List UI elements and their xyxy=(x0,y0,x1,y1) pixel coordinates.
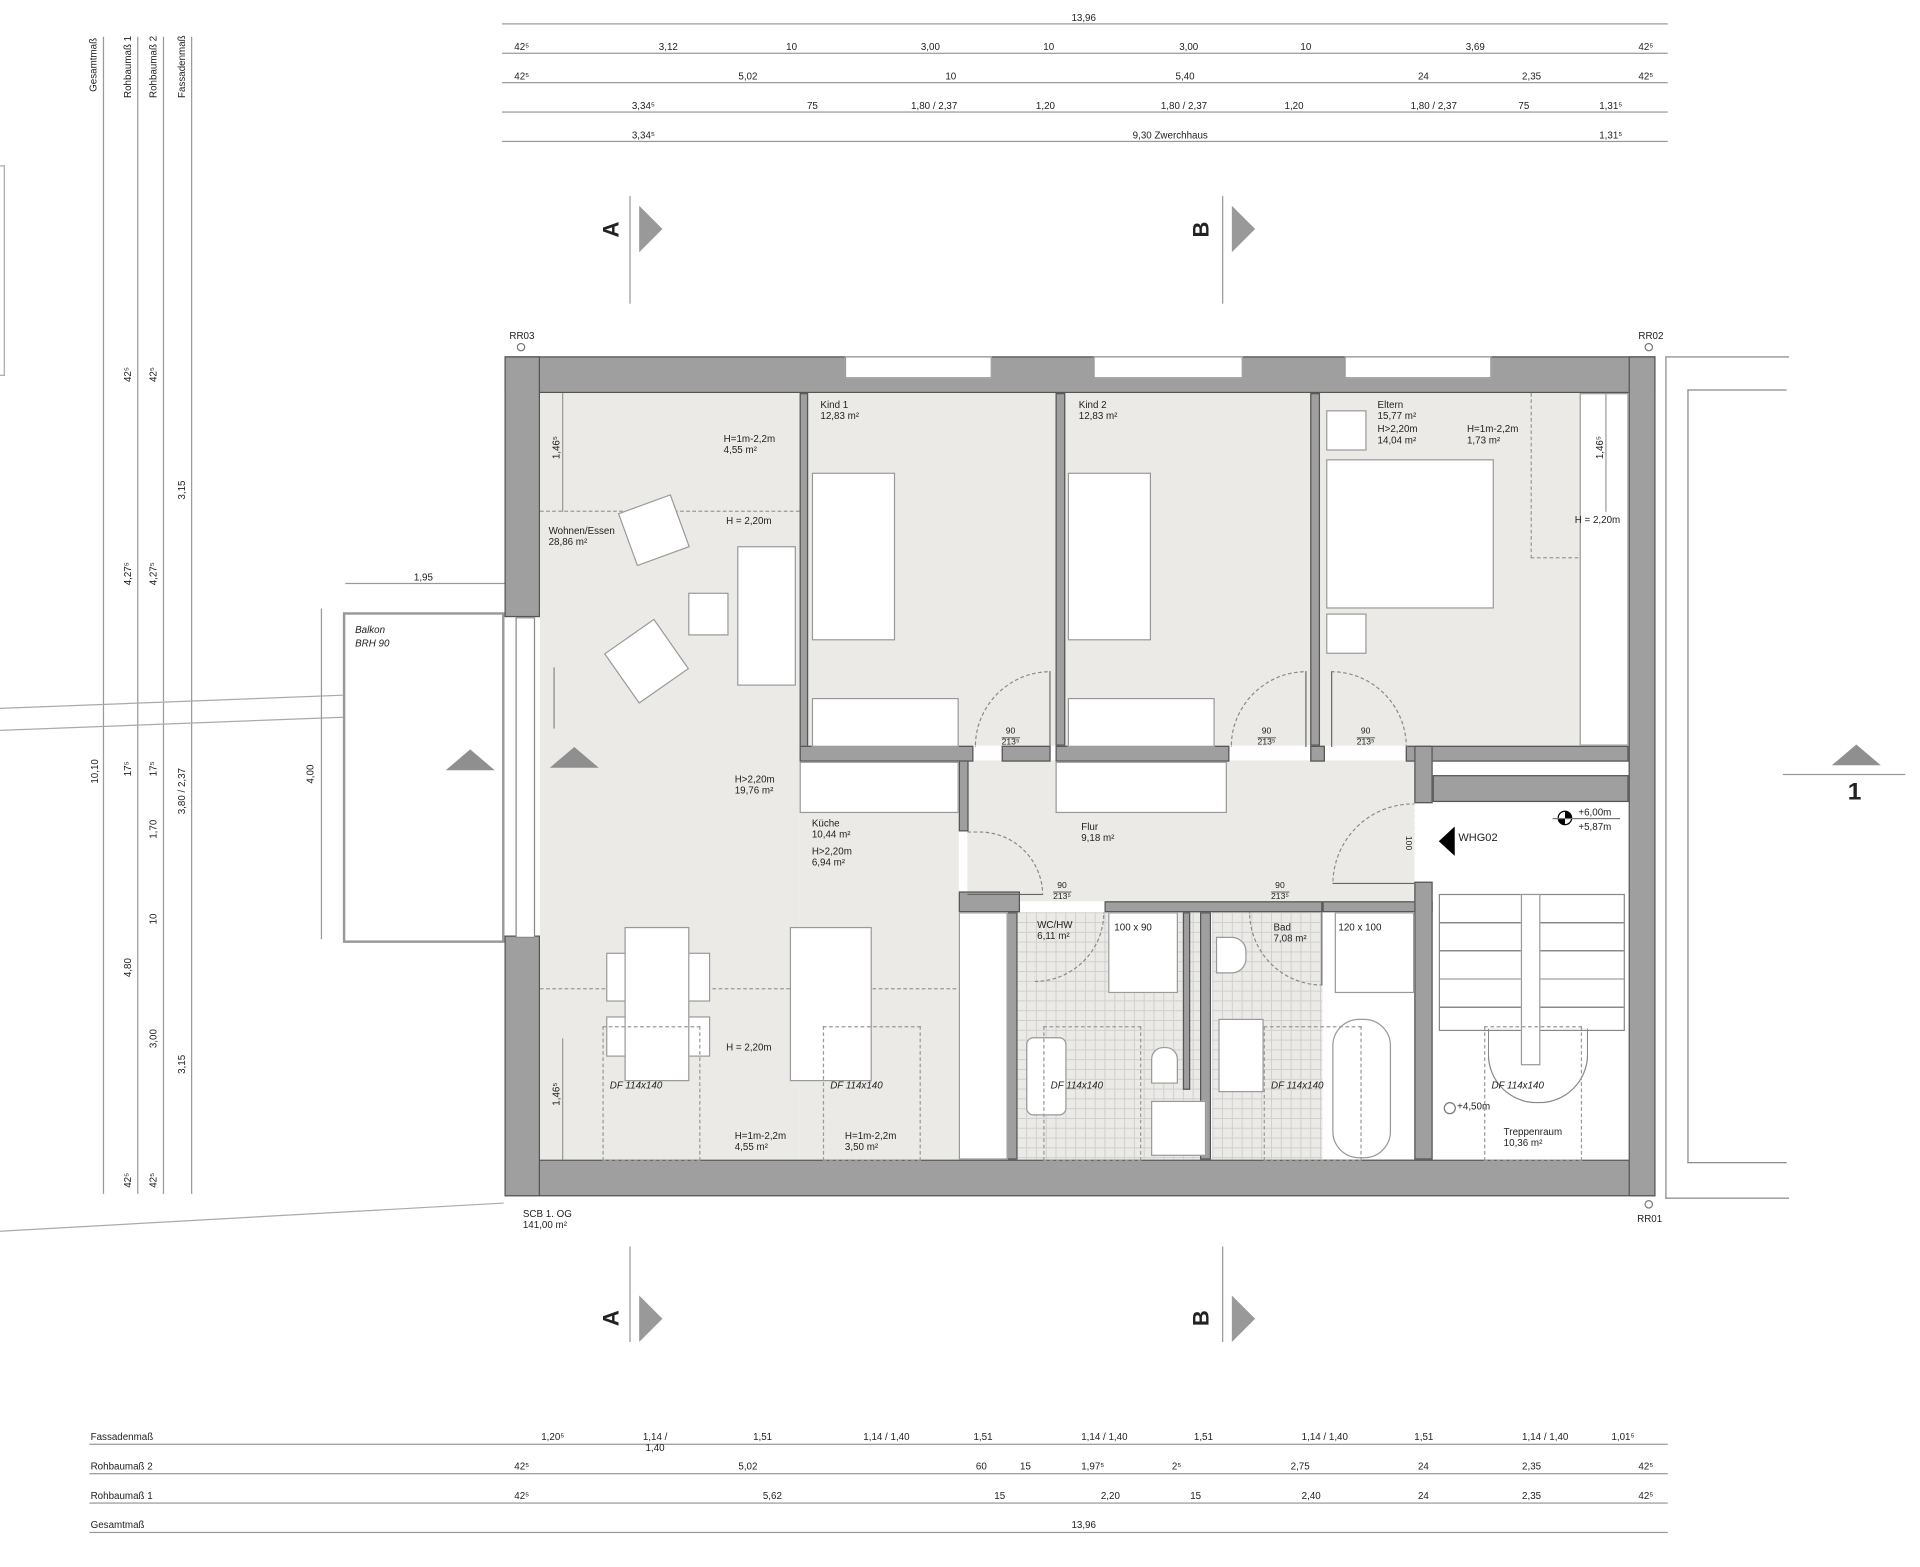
wardrobe xyxy=(1579,393,1629,746)
ref-circle-icon xyxy=(516,342,526,352)
entry-arrow-icon xyxy=(1438,826,1455,856)
nightstand xyxy=(1326,613,1367,654)
toilet xyxy=(1215,936,1247,974)
ref-point-rr03: RR03 xyxy=(509,330,535,342)
skylight xyxy=(1043,1026,1142,1161)
balcony-depth: 4,00 xyxy=(304,764,316,784)
ref-point-rr01: RR01 xyxy=(1637,1213,1663,1225)
plan-total-area: 141,00 m² xyxy=(522,1219,567,1231)
flur-wardrobe xyxy=(1055,761,1227,814)
balcony xyxy=(342,612,505,943)
section-arrow-icon xyxy=(639,205,663,253)
shower-size: 120 x 100 xyxy=(1338,922,1382,934)
ref-circle-icon xyxy=(1644,342,1654,352)
washbasin xyxy=(1218,1018,1264,1093)
bed-kind1 xyxy=(811,472,896,641)
ref-point-rr02: RR02 xyxy=(1638,330,1664,342)
desk-kind2 xyxy=(1067,697,1215,747)
skylight xyxy=(1263,1026,1362,1161)
desk-kind1 xyxy=(811,697,959,747)
section-arrow-icon xyxy=(1231,1295,1256,1343)
washbasin xyxy=(1026,1037,1067,1116)
view-arrow-icon xyxy=(445,749,495,771)
view-arrow-icon xyxy=(1831,744,1881,766)
toilet xyxy=(1151,1046,1178,1084)
side-table xyxy=(688,592,729,636)
balcony-door[interactable] xyxy=(515,617,536,938)
ref-circle-icon xyxy=(1644,1200,1654,1209)
plan-title: SCB 1. OG xyxy=(522,1208,572,1220)
neighbour-building xyxy=(1665,356,1789,1199)
bed-kind2 xyxy=(1067,472,1152,641)
wall-east xyxy=(1628,356,1656,1197)
skylight xyxy=(1484,1026,1583,1161)
balcony-width: 1,95 xyxy=(413,571,433,583)
window-kind1 xyxy=(844,356,992,379)
skylight xyxy=(602,1026,701,1161)
shower-size: 100 x 90 xyxy=(1114,922,1152,934)
view-arrow-icon xyxy=(549,746,599,768)
shower-bad xyxy=(1334,912,1415,994)
kitchen-counter xyxy=(799,761,959,814)
wall-west-lower xyxy=(504,935,541,1197)
storage xyxy=(958,912,1008,1160)
shower-wc xyxy=(1108,912,1178,994)
section-arrow-icon xyxy=(639,1295,663,1343)
nightstand xyxy=(1326,410,1367,451)
wall-west-upper xyxy=(504,356,541,618)
kitchen-island xyxy=(789,926,872,1082)
slope-arrow-icon xyxy=(553,667,555,729)
sofa xyxy=(737,546,796,686)
bathtub xyxy=(1332,1018,1392,1159)
dim-overall: 13,96 xyxy=(1071,12,1096,24)
skylight xyxy=(822,1026,921,1161)
window-kind2 xyxy=(1093,356,1243,379)
hw-unit xyxy=(1151,1100,1207,1156)
level-icon xyxy=(1443,1102,1456,1115)
section-arrow-icon xyxy=(1231,205,1256,253)
wall-south xyxy=(504,1159,1656,1197)
bed-eltern xyxy=(1326,459,1494,609)
window-eltern xyxy=(1344,356,1492,379)
